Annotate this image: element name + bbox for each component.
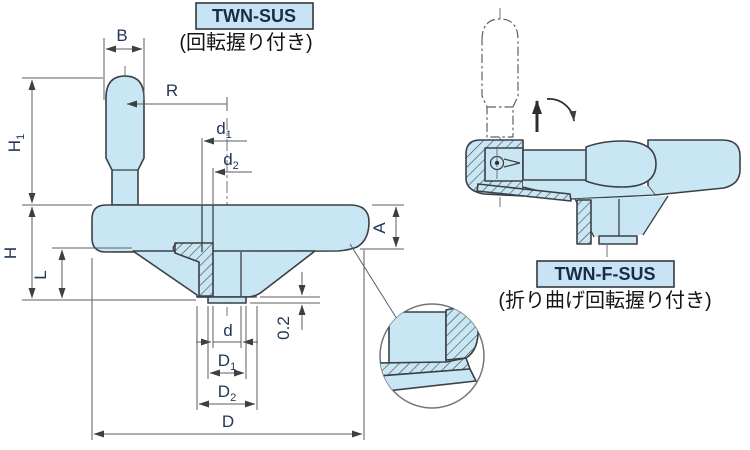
detail-leader-line	[349, 243, 398, 320]
pivot-pin-center	[494, 160, 500, 166]
front-view	[91, 66, 398, 320]
dim-d2: d2	[212, 150, 252, 204]
dim-label-h: H	[1, 247, 20, 259]
front-dimensions: B R H1 H L	[1, 26, 404, 440]
folded-grip-head	[585, 140, 657, 188]
pivot-taper-bottom	[503, 162, 521, 168]
dim-H: H	[1, 204, 196, 301]
dim-label-b: B	[116, 26, 127, 45]
dim-label-d2: d2	[223, 150, 239, 172]
dim-label-a: A	[370, 222, 389, 234]
side-hub-cone	[575, 196, 668, 237]
dim-H1: H1	[5, 77, 103, 204]
phantom-grip	[481, 18, 519, 138]
side-model-label: TWN-F-SUS	[555, 264, 656, 284]
side-boss-plate	[598, 235, 638, 245]
front-title: TWN-SUS (回転握り付き)	[179, 2, 314, 54]
side-underside-hatching	[477, 184, 571, 201]
dim-label-D: D	[222, 412, 234, 431]
dim-label-r: R	[166, 81, 178, 100]
fold-rotation-arrow	[546, 98, 577, 122]
side-model-box	[536, 260, 675, 288]
front-caption: (回転握り付き)	[179, 31, 312, 54]
detail-contents	[380, 306, 479, 393]
side-cone-right-edge	[642, 195, 669, 236]
dim-label-d: d	[223, 321, 232, 340]
boss-plate	[207, 296, 247, 304]
dim-label-l: L	[31, 270, 50, 279]
front-model-box	[195, 2, 314, 30]
dim-step-02: 0.2	[250, 272, 320, 340]
dim-D2: D2	[196, 306, 258, 410]
side-hub-hatching	[577, 200, 591, 244]
detail-bottom-wedge	[380, 368, 477, 393]
side-title: TWN-F-SUS (折り曲げ回転握り付き)	[498, 260, 712, 312]
dim-label-step: 0.2	[274, 316, 293, 340]
rotating-grip	[105, 75, 145, 206]
front-model-label: TWN-SUS	[212, 6, 296, 26]
dim-d1: d1	[201, 119, 247, 204]
hub-cone	[132, 250, 316, 298]
dim-L: L	[31, 247, 132, 299]
dim-label-d1: d1	[216, 119, 232, 141]
side-view	[465, 8, 741, 258]
dim-D1: D1	[207, 306, 247, 379]
dim-R: R	[126, 81, 228, 111]
pivot-taper-top	[503, 158, 521, 164]
dim-label-D2: D2	[218, 382, 236, 404]
detail-hatching-band	[380, 358, 470, 376]
detail-rim-core	[388, 311, 447, 366]
dim-D: D	[91, 250, 365, 440]
wheel-rim	[91, 204, 370, 253]
hub-hatching	[175, 243, 213, 296]
side-caption: (折り曲げ回転握り付き)	[498, 289, 711, 312]
detail-view	[379, 303, 485, 409]
dim-B: B	[103, 26, 145, 100]
side-rim-right	[647, 139, 741, 196]
dim-A: A	[360, 204, 404, 250]
dim-label-h1: H1	[5, 134, 27, 152]
folded-grip-shaft	[522, 149, 593, 181]
break-line	[172, 242, 178, 254]
dim-label-D1: D1	[218, 351, 236, 373]
